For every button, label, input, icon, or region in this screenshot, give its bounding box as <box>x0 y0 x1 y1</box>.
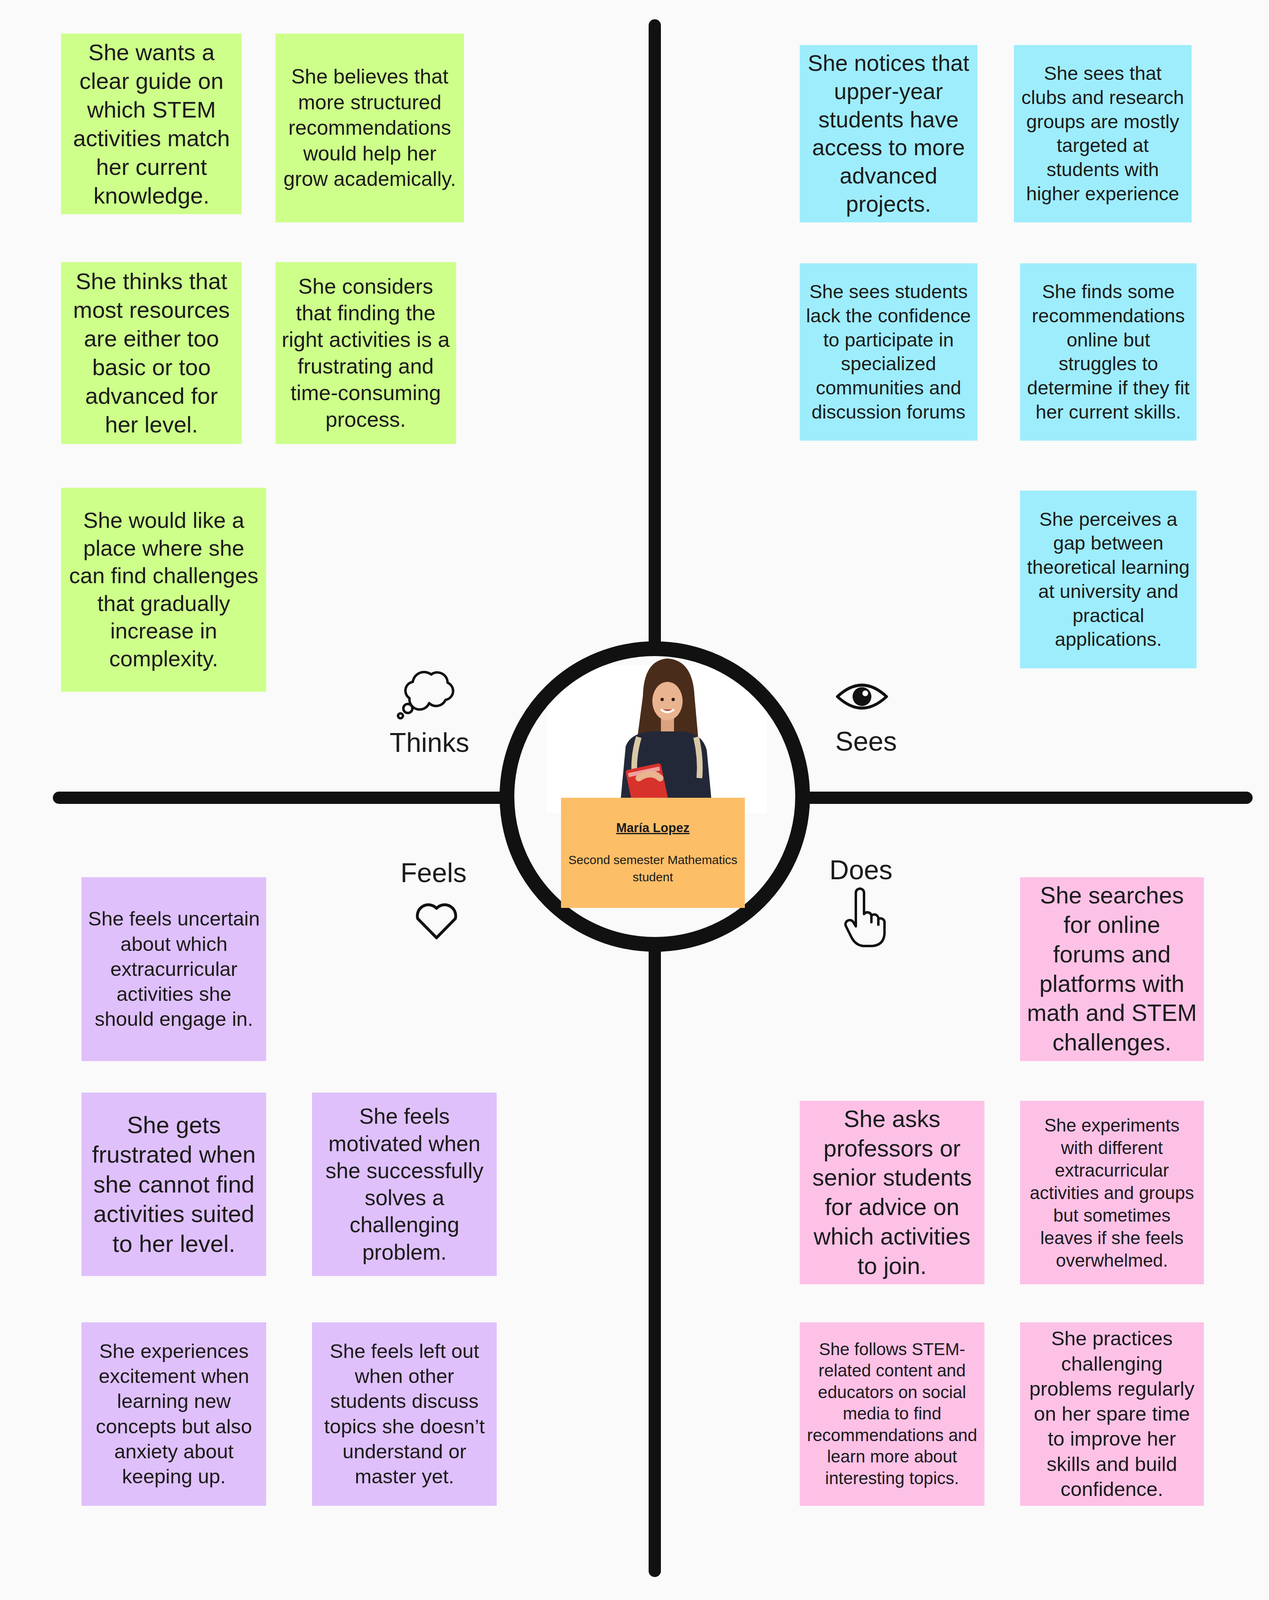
hand <box>638 773 661 779</box>
sticky-note: She thinks that most resources are eithe… <box>61 262 242 444</box>
note-text: She would like a place where she can fin… <box>66 506 261 673</box>
thinks-icon <box>398 671 453 719</box>
sticky-note: She believes that more structured recomm… <box>275 33 465 223</box>
sticky-note: She experiences excitement when learning… <box>81 1322 267 1506</box>
note-text: She thinks that most resources are eithe… <box>66 266 236 439</box>
sticky-note: She considers that finding the right act… <box>275 262 457 444</box>
note-text: She feels motivated when she successfull… <box>317 1102 491 1266</box>
sticky-note: She feels left out when other students d… <box>312 1322 497 1506</box>
persona-photo <box>546 658 767 813</box>
eye <box>671 697 675 702</box>
bangs <box>651 671 684 697</box>
quadrant-label: Sees <box>835 725 897 758</box>
persona-description: Second semester Mathematics student <box>566 851 739 886</box>
sticky-note: She gets frustrated when she cannot find… <box>81 1092 267 1276</box>
sticky-note: She sees that clubs and research groups … <box>1013 45 1192 223</box>
note-text: She sees that clubs and research groups … <box>1019 61 1186 206</box>
sticky-note: She feels uncertain about which extracur… <box>81 877 267 1061</box>
note-text: She gets frustrated when she cannot find… <box>87 1110 261 1259</box>
sticky-note: She feels motivated when she successfull… <box>312 1092 497 1276</box>
sticky-note: She finds some recommendations online bu… <box>1020 263 1197 441</box>
sticky-note: She perceives a gap between theoretical … <box>1020 490 1197 668</box>
sticky-note: She would like a place where she can fin… <box>61 487 267 692</box>
sticky-note: She searches for online forums and platf… <box>1020 877 1204 1061</box>
quadrant-label: Feels <box>400 857 467 890</box>
note-text: She practices challenging problems regul… <box>1025 1325 1198 1502</box>
note-text: She wants a clear guide on which STEM ac… <box>66 38 236 211</box>
does-icon <box>845 888 885 946</box>
persona-card: María LopezSecond semester Mathematics s… <box>560 797 745 908</box>
note-text: She follows STEM-related content and edu… <box>805 1338 979 1490</box>
sticky-note: She sees students lack the confidence to… <box>799 263 978 441</box>
note-text: She feels left out when other students d… <box>317 1338 491 1490</box>
note-text: She considers that finding the right act… <box>281 273 451 433</box>
smile <box>660 709 675 713</box>
face <box>652 681 683 721</box>
note-text: She searches for online forums and platf… <box>1025 880 1198 1058</box>
sticky-note: She experiments with different extracurr… <box>1020 1100 1204 1285</box>
note-text: She feels uncertain about which extracur… <box>87 906 261 1032</box>
eye <box>660 697 664 702</box>
sees-icon <box>837 685 887 709</box>
sticky-note: She notices that upper-year students hav… <box>799 45 978 223</box>
note-text: She experiments with different extracurr… <box>1025 1113 1198 1272</box>
backpack-strap <box>696 737 700 779</box>
note-text: She notices that upper-year students hav… <box>805 49 972 219</box>
note-text: She finds some recommendations online bu… <box>1025 279 1191 425</box>
center-circle <box>506 648 803 945</box>
persona-name: María Lopez <box>566 820 739 837</box>
sticky-note: She practices challenging problems regul… <box>1020 1322 1204 1506</box>
sticky-note: She follows STEM-related content and edu… <box>799 1322 985 1506</box>
quadrant-label: Thinks <box>389 726 470 759</box>
quadrant-label: Does <box>829 853 893 887</box>
sticky-note: She asks professors or senior students f… <box>799 1100 985 1285</box>
note-text: She believes that more structured recomm… <box>281 63 459 193</box>
note-text: She experiences excitement when learning… <box>87 1338 261 1490</box>
note-text: She asks professors or senior students f… <box>805 1104 979 1281</box>
note-text: She perceives a gap between theoretical … <box>1025 507 1191 652</box>
feels-icon <box>417 904 456 938</box>
note-text: She sees students lack the confidence to… <box>805 279 972 425</box>
sticky-note: She wants a clear guide on which STEM ac… <box>61 33 242 215</box>
